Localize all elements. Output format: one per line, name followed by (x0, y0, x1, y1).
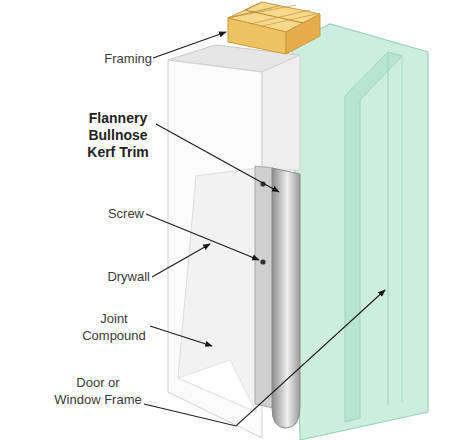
part-label: Flannery Bullnose Kerf Trim (80, 110, 156, 161)
stud-cross (262, 14, 316, 26)
door-frame (292, 24, 428, 440)
leader-line (152, 244, 210, 277)
part-label: Screw (100, 205, 144, 222)
trim-flange (255, 166, 273, 408)
frame-edge (402, 56, 403, 402)
drywall-panel (168, 45, 300, 438)
leader-line (144, 290, 385, 426)
framing-stud (228, 2, 320, 54)
frame-edge (388, 52, 389, 405)
leader-lines (144, 32, 385, 426)
joint-compound (178, 168, 256, 412)
stud-front (228, 18, 286, 54)
part-label: Joint Compound (78, 310, 150, 344)
frame-stop-bevel (345, 52, 402, 422)
frame-face (292, 24, 428, 440)
screw-head (260, 259, 265, 264)
leader-line (153, 32, 226, 58)
drywall-corner (262, 55, 300, 170)
drywall-face (168, 60, 262, 438)
leader-line (156, 124, 279, 192)
stud-cross (245, 2, 262, 10)
leader-line (150, 326, 212, 346)
part-label: Framing (70, 50, 152, 67)
joint-compound-feather (178, 360, 256, 412)
leader-line (146, 214, 259, 260)
part-label: Drywall (94, 268, 150, 285)
part-label: Door or Window Frame (52, 374, 144, 408)
